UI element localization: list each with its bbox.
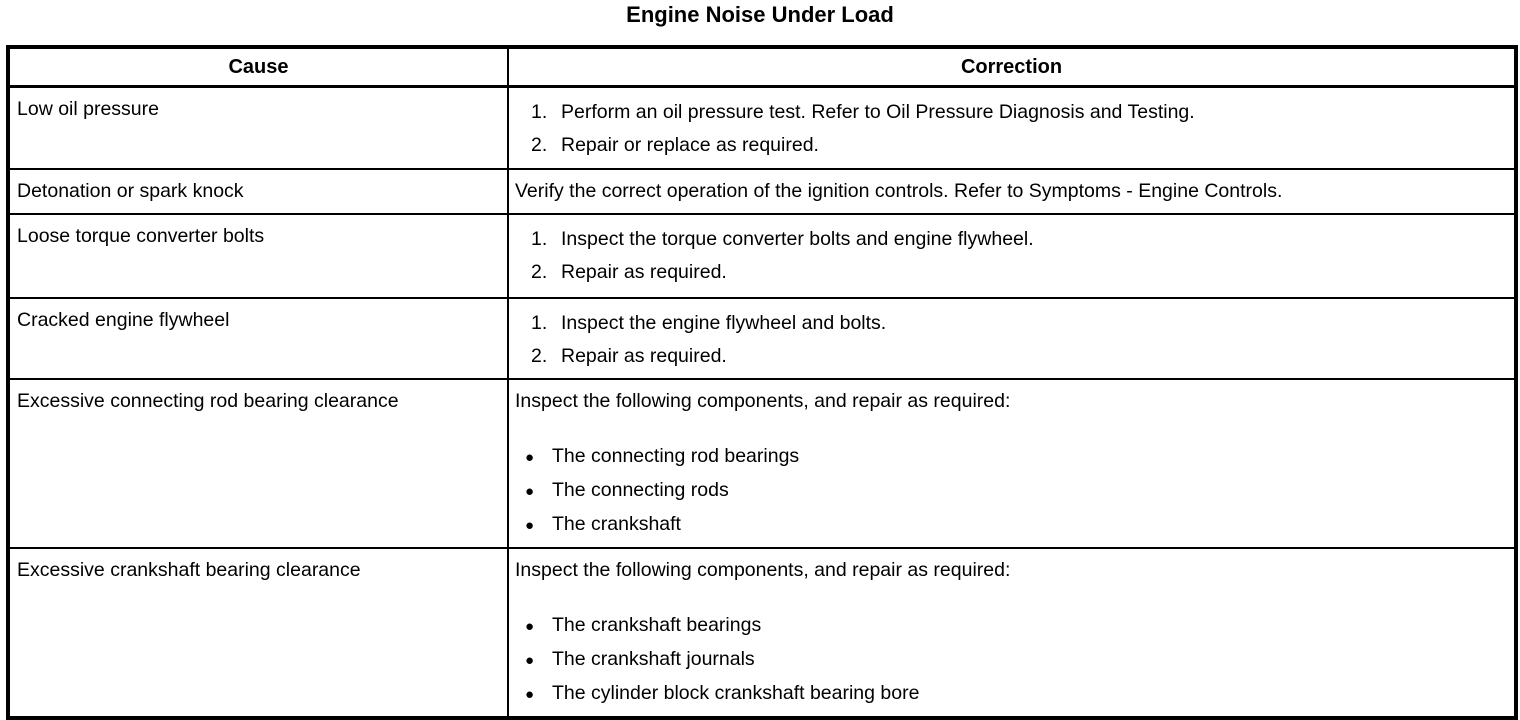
bullet-list: The crankshaft bearings The crankshaft j…: [515, 609, 1510, 711]
numbered-step-list: Perform an oil pressure test. Refer to O…: [515, 96, 1510, 162]
correction-intro: Inspect the following components, and re…: [515, 390, 1011, 412]
bullet-item: The connecting rods: [525, 474, 1510, 508]
page-title: Engine Noise Under Load: [626, 2, 894, 27]
bullet-item: The crankshaft bearings: [525, 609, 1510, 643]
bullet-list: The connecting rod bearings The connecti…: [515, 440, 1510, 542]
correction-cell: Verify the correct operation of the igni…: [507, 168, 1517, 215]
column-header-cause: Cause: [7, 46, 509, 88]
cause-cell: Excessive connecting rod bearing clearan…: [7, 378, 509, 549]
table-row: Excessive connecting rod bearing clearan…: [7, 378, 1517, 549]
numbered-step-list: Inspect the engine flywheel and bolts. R…: [515, 307, 1510, 373]
correction-cell: Perform an oil pressure test. Refer to O…: [507, 85, 1517, 170]
column-header-correction: Correction: [507, 46, 1517, 88]
table-row: Low oil pressure Perform an oil pressure…: [7, 85, 1517, 170]
cause-cell: Low oil pressure: [7, 85, 509, 170]
correction-intro: Inspect the following components, and re…: [515, 559, 1011, 581]
step-item: Repair or replace as required.: [561, 134, 819, 156]
bullet-item: The crankshaft journals: [525, 643, 1510, 677]
bullet-item: The connecting rod bearings: [525, 440, 1510, 474]
table-row: Cracked engine flywheel Inspect the engi…: [7, 297, 1517, 380]
step-item: Inspect the torque converter bolts and e…: [561, 228, 1034, 250]
step-item: Perform an oil pressure test. Refer to O…: [561, 101, 1195, 123]
cause-cell: Detonation or spark knock: [7, 168, 509, 215]
bullet-item: The crankshaft: [525, 508, 1510, 542]
cause-cell: Loose torque converter bolts: [7, 213, 509, 299]
table-row: Detonation or spark knock Verify the cor…: [7, 168, 1517, 215]
table-row: Excessive crankshaft bearing clearance I…: [7, 547, 1517, 719]
cause-cell: Excessive crankshaft bearing clearance: [7, 547, 509, 719]
step-item: Repair as required.: [561, 345, 727, 367]
step-item: Inspect the engine flywheel and bolts.: [561, 312, 887, 334]
correction-text: Verify the correct operation of the igni…: [515, 180, 1283, 202]
table-row: Loose torque converter bolts Inspect the…: [7, 213, 1517, 299]
step-item: Repair as required.: [561, 261, 727, 283]
diagnostic-table: Cause Correction Low oil pressure Perfor…: [6, 45, 1518, 720]
correction-cell: Inspect the torque converter bolts and e…: [507, 213, 1517, 299]
cause-cell: Cracked engine flywheel: [7, 297, 509, 380]
bullet-item: The cylinder block crankshaft bearing bo…: [525, 677, 1510, 711]
correction-cell: Inspect the engine flywheel and bolts. R…: [507, 297, 1517, 380]
correction-cell: Inspect the following components, and re…: [507, 547, 1517, 719]
header-row: Cause Correction: [7, 46, 1517, 88]
numbered-step-list: Inspect the torque converter bolts and e…: [515, 223, 1510, 289]
correction-cell: Inspect the following components, and re…: [507, 378, 1517, 549]
